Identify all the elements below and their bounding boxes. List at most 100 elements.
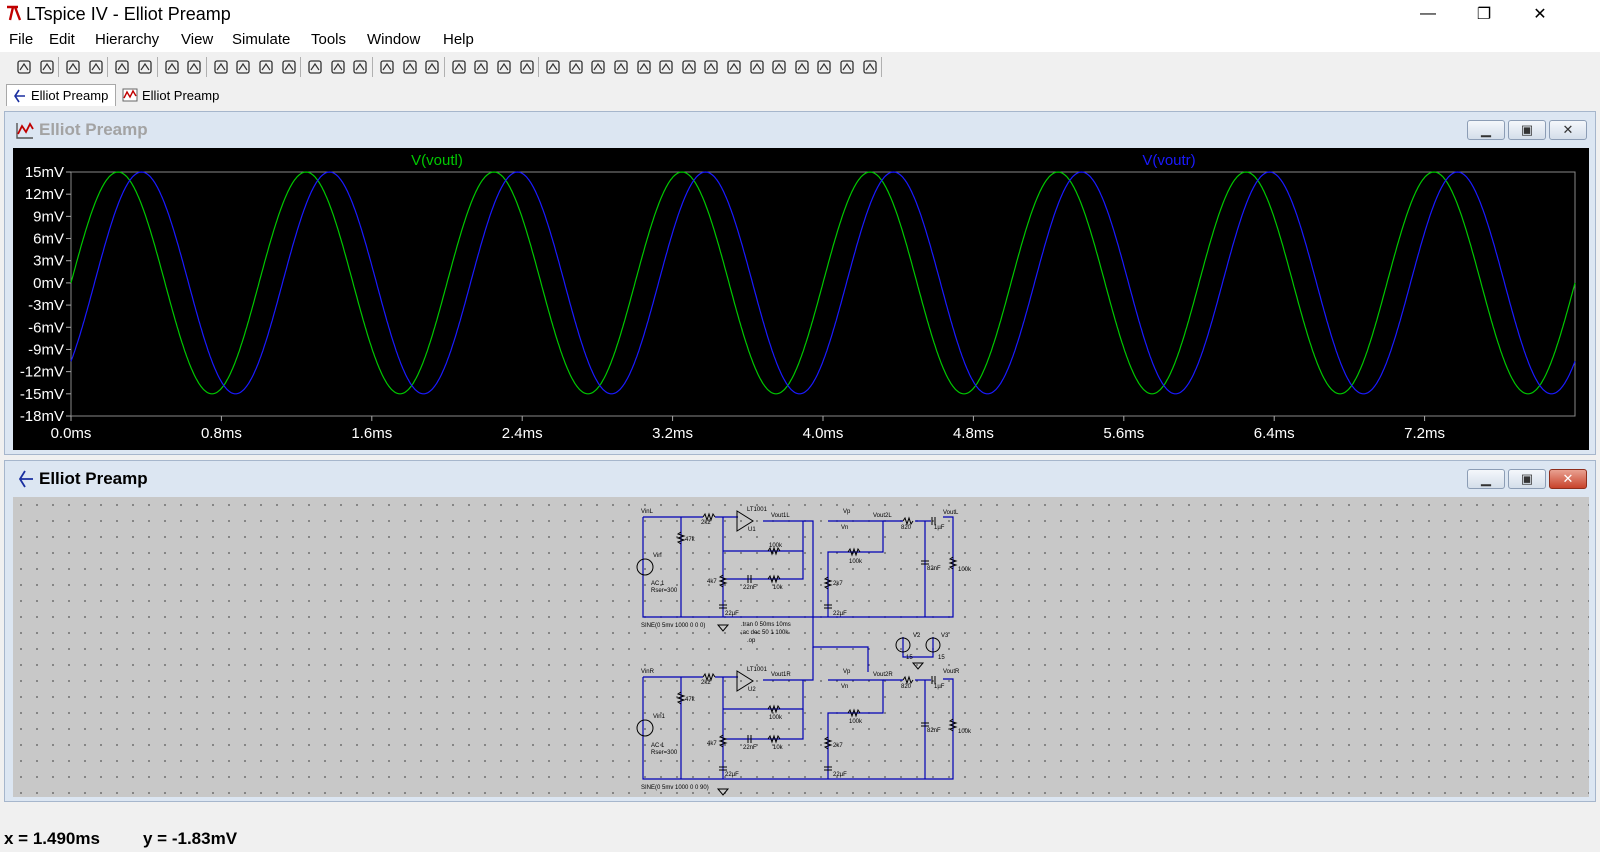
spice-directive-icon[interactable]	[860, 57, 880, 77]
tab-label: Elliot Preamp	[142, 87, 220, 103]
find-icon[interactable]	[449, 57, 469, 77]
inductor-icon[interactable]	[634, 57, 654, 77]
label-v2: V2	[913, 633, 921, 639]
y-tick-label: 0mV	[33, 275, 64, 292]
schematic-maximize-button[interactable]: ▣	[1508, 469, 1546, 489]
menu-simulate[interactable]: Simulate	[232, 31, 291, 48]
label-1uf: 1µF	[934, 525, 945, 531]
print-preview-icon[interactable]	[471, 57, 491, 77]
toolbar-separator	[58, 57, 60, 77]
toolbar-separator	[156, 57, 158, 77]
label-voutr: VoutR	[943, 669, 960, 675]
trace-label-voutl[interactable]: V(voutl)	[411, 152, 463, 169]
schematic-drawing[interactable]: VinL VinR Vin Vin1 AC 1 Rser=300 AC 1 Rs…	[13, 497, 1589, 797]
pan-icon[interactable]	[184, 57, 204, 77]
source-label-vin: Vin	[653, 553, 662, 559]
trace-label-voutr[interactable]: V(voutr)	[1142, 152, 1195, 169]
menu-tools[interactable]: Tools	[311, 31, 347, 48]
waveform-chart[interactable]: 15mV12mV9mV6mV3mV0mV-3mV-6mV-9mV-12mV-15…	[13, 148, 1589, 450]
source-rser-r: Rser=300	[651, 750, 678, 756]
schematic-minimize-button[interactable]: ▁	[1467, 469, 1505, 489]
waveform-close-button[interactable]: ✕	[1549, 120, 1587, 140]
cut-icon[interactable]	[377, 57, 397, 77]
resistor-icon[interactable]	[588, 57, 608, 77]
wire-icon[interactable]	[517, 57, 537, 77]
label-47k-r: 47k	[685, 697, 696, 703]
drag-icon[interactable]	[724, 57, 744, 77]
ltspice-logo-icon	[7, 5, 22, 21]
ground-icon[interactable]	[543, 57, 563, 77]
waveform-icon	[122, 88, 138, 102]
label-voutl: VoutL	[943, 510, 959, 516]
label-net-icon[interactable]	[566, 57, 586, 77]
source-ac-r: AC 1	[651, 743, 665, 749]
save-icon[interactable]	[63, 57, 83, 77]
trace-vvoutl[interactable]	[70, 171, 1576, 395]
run-icon[interactable]	[112, 57, 132, 77]
copy-icon[interactable]	[400, 57, 420, 77]
x-tick-label: 0.8ms	[201, 425, 242, 442]
zoom-in-icon[interactable]	[162, 57, 182, 77]
directive-tran: .tran 0 50ms 10ms	[741, 622, 791, 628]
toolbar-separator	[300, 57, 302, 77]
menu-edit[interactable]: Edit	[49, 31, 75, 48]
plot-frame	[70, 171, 1576, 417]
menu-window[interactable]: Window	[367, 31, 421, 48]
label-820-r: 820	[901, 684, 912, 690]
text-icon[interactable]	[837, 57, 857, 77]
plot-settings-icon[interactable]	[279, 57, 299, 77]
tab-waveform[interactable]: Elliot Preamp	[118, 84, 226, 106]
label-4k7-r: 4k7	[707, 741, 717, 747]
halt-icon[interactable]	[135, 57, 155, 77]
waveform-maximize-button[interactable]: ▣	[1508, 120, 1546, 140]
diode-icon[interactable]	[656, 57, 676, 77]
toolbar-separator	[443, 57, 445, 77]
mirror-icon[interactable]	[814, 57, 834, 77]
tile-horizontal-icon[interactable]	[305, 57, 325, 77]
cascade-icon[interactable]	[328, 57, 348, 77]
label-4k7: 4k7	[707, 579, 717, 585]
toolbar-separator	[538, 57, 540, 77]
menu-hierarchy[interactable]: Hierarchy	[95, 31, 160, 48]
undo-icon[interactable]	[747, 57, 767, 77]
label-u2: U2	[748, 687, 756, 693]
waveform-minimize-button[interactable]: ▁	[1467, 120, 1505, 140]
print-icon[interactable]	[494, 57, 514, 77]
autorange-icon[interactable]	[256, 57, 276, 77]
zoom-out-icon[interactable]	[211, 57, 231, 77]
menu-help[interactable]: Help	[443, 31, 474, 48]
restore-button[interactable]: ❐	[1476, 6, 1492, 23]
label-22uf-2r: 22µF	[833, 772, 847, 778]
schematic-canvas[interactable]: VinL VinR Vin Vin1 AC 1 Rser=300 AC 1 Rs…	[13, 497, 1589, 797]
move-icon[interactable]	[701, 57, 721, 77]
schematic-icon	[18, 470, 33, 488]
close-button[interactable]: ✕	[1533, 6, 1547, 23]
control-panel-icon[interactable]	[86, 57, 106, 77]
y-tick-label: -15mV	[20, 386, 64, 403]
label-vp-r: Vp	[843, 669, 851, 675]
x-tick-label: 1.6ms	[351, 425, 392, 442]
toolbar-separator	[205, 57, 207, 77]
component-icon[interactable]	[679, 57, 699, 77]
trace-vvoutr[interactable]	[70, 171, 1576, 395]
minimize-button[interactable]: —	[1420, 5, 1436, 22]
tile-vertical-icon[interactable]	[350, 57, 370, 77]
rotate-icon[interactable]	[792, 57, 812, 77]
open-icon[interactable]	[37, 57, 57, 77]
y-tick-label: 6mV	[33, 231, 64, 248]
paste-icon[interactable]	[422, 57, 442, 77]
capacitor-icon[interactable]	[611, 57, 631, 77]
cursor-x-readout: x = 1.490ms	[4, 829, 100, 848]
menu-file[interactable]: File	[9, 31, 34, 48]
schematic-close-button[interactable]: ✕	[1549, 469, 1587, 489]
components	[636, 510, 958, 796]
new-schematic-icon[interactable]	[14, 57, 34, 77]
tab-schematic[interactable]: Elliot Preamp	[6, 84, 116, 106]
redo-icon[interactable]	[769, 57, 789, 77]
document-tabs: Elliot Preamp Elliot Preamp	[0, 82, 1600, 108]
menu-view[interactable]: View	[181, 31, 214, 48]
net-label-vinl: VinL	[641, 509, 654, 515]
label-47k: 47k	[685, 537, 696, 543]
zoom-fit-icon[interactable]	[233, 57, 253, 77]
